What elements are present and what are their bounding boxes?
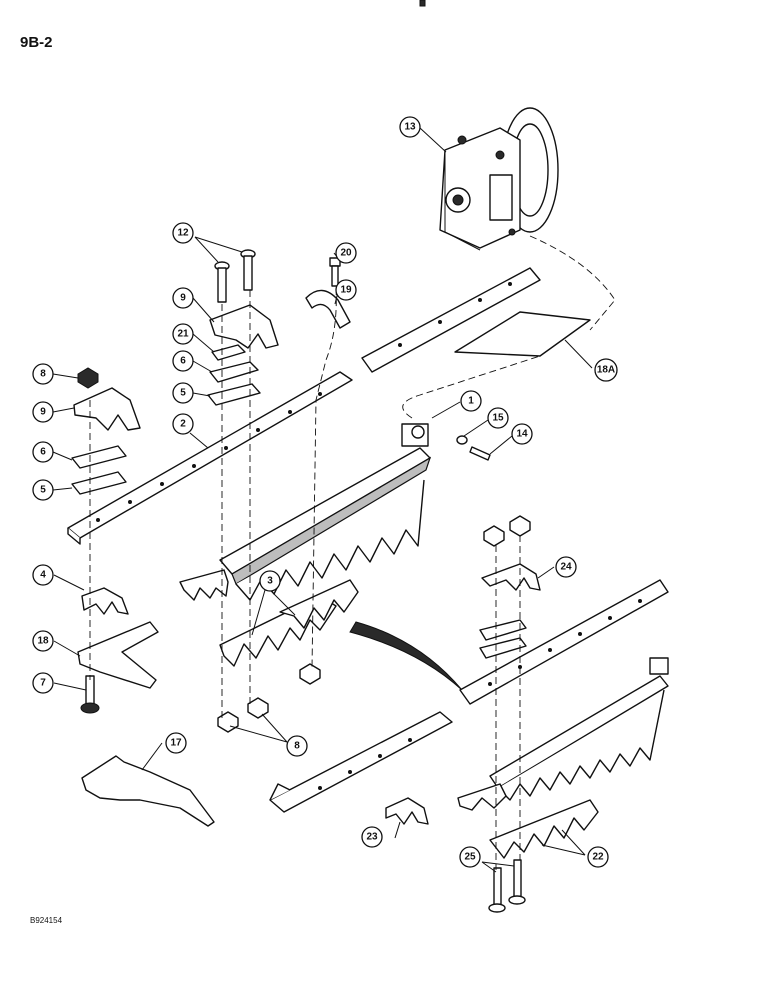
svg-text:13: 13 [404, 122, 416, 133]
figure-code: B924154 [30, 916, 63, 925]
callout-9-upper: 9 [172, 287, 194, 309]
callout-23: 23 [361, 826, 383, 848]
nut-8-bottom-c [299, 663, 321, 685]
shim-21 [211, 344, 246, 361]
cutter-bar-right [269, 579, 669, 813]
alignment-lines [89, 235, 616, 870]
plate-18A [361, 267, 591, 373]
callout-13: 13 [399, 116, 421, 138]
guard-23 [385, 797, 429, 825]
svg-text:5: 5 [40, 485, 46, 496]
svg-text:7: 7 [40, 678, 46, 689]
svg-text:6: 6 [180, 356, 186, 367]
callout-3: 3 [259, 570, 281, 592]
svg-text:3: 3 [267, 576, 273, 587]
washer-15 [456, 435, 468, 445]
svg-text:4: 4 [40, 570, 46, 581]
leader-lines [52, 127, 593, 873]
callout-5-upper: 5 [172, 382, 194, 404]
callout-17: 17 [165, 732, 187, 754]
nut-24-b [509, 515, 531, 537]
callout-2: 2 [172, 413, 194, 435]
plate-18 [77, 621, 159, 689]
bolt-7 [80, 675, 100, 714]
callout-8-top: 8 [32, 363, 54, 385]
shim-6-upper [209, 361, 259, 383]
svg-text:18A: 18A [597, 365, 615, 376]
callout-7: 7 [32, 672, 54, 694]
bolts-12 [214, 249, 256, 303]
callout-6-upper: 6 [172, 350, 194, 372]
callout-4: 4 [32, 564, 54, 586]
svg-text:12: 12 [177, 228, 189, 239]
page-code: 9B-2 [20, 34, 53, 51]
guard-4 [81, 587, 129, 615]
nut-24-a [483, 525, 505, 547]
svg-text:24: 24 [560, 562, 572, 573]
svg-text:15: 15 [492, 413, 504, 424]
nut-8-bottom-a [217, 711, 239, 733]
bolt-20 [329, 257, 341, 287]
detail-arrow [349, 621, 463, 691]
shim-6-left [71, 445, 127, 469]
callout-8-bottom: 8 [286, 735, 308, 757]
svg-text:9: 9 [180, 293, 186, 304]
svg-text:8: 8 [40, 369, 46, 380]
sections-3-upper [279, 579, 359, 629]
cutter-bar-2 [67, 371, 353, 545]
svg-text:5: 5 [180, 388, 186, 399]
callout-18: 18 [32, 630, 54, 652]
callout-15: 15 [487, 407, 509, 429]
callout-9-left: 9 [32, 401, 54, 423]
callout-18A: 18A [594, 358, 618, 382]
shim-right-a [479, 619, 527, 641]
guard-9-left [73, 387, 141, 431]
callout-22: 22 [587, 846, 609, 868]
svg-text:23: 23 [366, 832, 378, 843]
shim-right-b [479, 637, 527, 659]
clip-19 [305, 289, 351, 329]
svg-text:8: 8 [294, 741, 300, 752]
callout-19: 19 [335, 279, 357, 301]
callout-1: 1 [460, 390, 482, 412]
svg-text:25: 25 [464, 852, 476, 863]
bolts-25 [488, 859, 526, 913]
svg-text:1: 1 [468, 396, 474, 407]
svg-text:14: 14 [516, 429, 528, 440]
guard-24 [481, 563, 541, 591]
svg-text:20: 20 [340, 248, 352, 259]
svg-text:22: 22 [592, 852, 604, 863]
nut-8-bottom-b [247, 697, 269, 719]
callout-20: 20 [335, 242, 357, 264]
callout-5-left: 5 [32, 479, 54, 501]
sections-22 [489, 799, 599, 859]
svg-text:6: 6 [40, 447, 46, 458]
nut-8-top [77, 367, 99, 389]
callout-6-left: 6 [32, 441, 54, 463]
knife-assembly-right [489, 657, 669, 801]
holder-17 [81, 755, 215, 827]
callout-14: 14 [511, 423, 533, 445]
callout-21: 21 [172, 323, 194, 345]
svg-text:19: 19 [340, 285, 352, 296]
callout-12: 12 [172, 222, 194, 244]
guard-section [179, 569, 229, 601]
svg-text:2: 2 [180, 419, 186, 430]
svg-text:17: 17 [170, 738, 182, 749]
gearbox-13 [439, 107, 559, 251]
callout-25: 25 [459, 846, 481, 868]
screw-14 [469, 446, 491, 461]
guard-9-upper [209, 304, 279, 349]
svg-text:18: 18 [37, 636, 49, 647]
shim-5-upper [207, 383, 261, 406]
knife-assembly-1 [219, 423, 432, 601]
shim-5-left [71, 471, 127, 495]
callout-24: 24 [555, 556, 577, 578]
svg-text:21: 21 [177, 329, 189, 340]
page-edge-mark [419, 0, 426, 7]
guard-section-right [457, 783, 507, 811]
svg-text:9: 9 [40, 407, 46, 418]
